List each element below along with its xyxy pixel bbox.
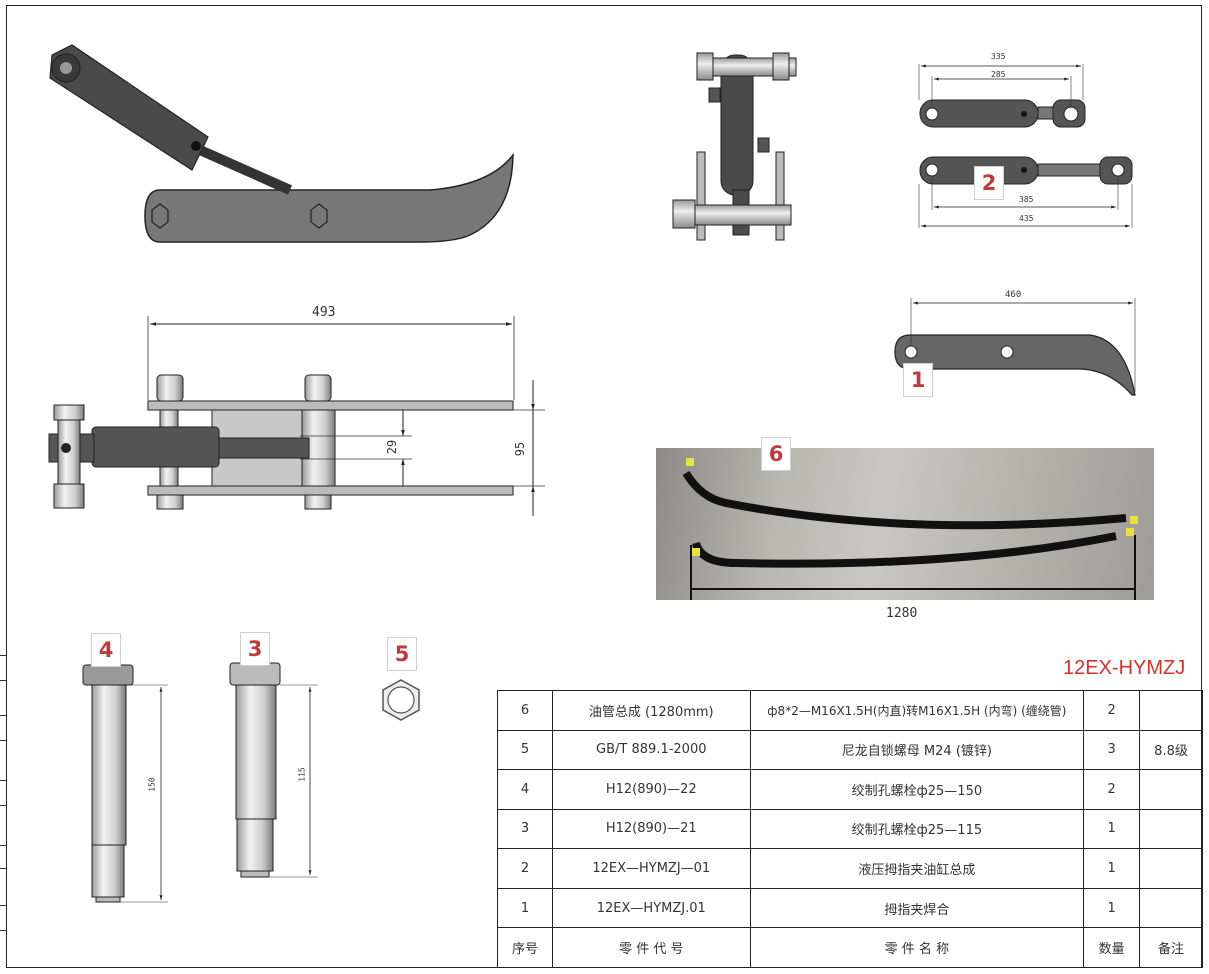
front-view-assembly	[672, 52, 797, 241]
cell-part-code: GB/T 889.1-2000	[551, 729, 751, 771]
dim-assembly-length: 493	[312, 305, 336, 320]
callout-part-6: 6	[761, 437, 791, 471]
cell-qty: 2	[1083, 769, 1141, 810]
cell-part-name: ф8*2—M16X1.5H(内直)转M16X1.5H (内弯) (缠绕管)	[749, 690, 1085, 731]
hose-assembly-photo	[656, 448, 1154, 608]
cell-index: 1	[497, 887, 553, 929]
cell-index: 3	[497, 808, 553, 850]
cell-part-code: 12EX—HYMZJ.01	[551, 887, 751, 929]
table-row: 5 GB/T 889.1-2000 尼龙自锁螺母 M24 (镀锌) 3 8.8级	[497, 729, 1203, 771]
callout-part-5: 5	[387, 637, 417, 671]
top-view-assembly	[48, 316, 545, 516]
cell-remark: 8.8级	[1139, 729, 1203, 771]
drawing-code: 12EX-HYMZJ	[1063, 657, 1186, 679]
table-row: 6 油管总成 (1280mm) ф8*2—M16X1.5H(内直)转M16X1.…	[497, 690, 1203, 731]
cell-part-code: 12EX—HYMZJ—01	[551, 848, 751, 889]
cell-part-code: 油管总成 (1280mm)	[551, 690, 751, 731]
dim-rod-gap: 29	[385, 439, 400, 455]
dim-bolt-short: 115	[297, 767, 307, 782]
cell-remark	[1139, 808, 1203, 850]
cell-qty: 2	[1083, 690, 1141, 731]
cell-qty: 1	[1083, 848, 1141, 889]
cell-part-name: 绞制孔螺栓ф25—150	[749, 769, 1085, 810]
cell-remark	[1139, 690, 1203, 731]
iso-view-assembly	[49, 44, 514, 243]
dim-plate-width: 95	[513, 441, 528, 457]
dim-cyl-retracted-pin: 285	[991, 70, 1006, 79]
header-remark: 备注	[1139, 927, 1203, 968]
cell-part-name: 绞制孔螺栓ф25—115	[749, 808, 1085, 850]
cylinder-views	[918, 64, 1133, 228]
drawing-frame	[6, 5, 1202, 968]
title-block-fragment	[0, 640, 7, 970]
callout-part-3: 3	[240, 632, 270, 666]
thumb-finger-view	[894, 298, 1136, 396]
cell-part-name: 尼龙自锁螺母 M24 (镀锌)	[749, 729, 1085, 771]
header-part-name: 零 件 名 称	[749, 927, 1085, 968]
cell-remark	[1139, 848, 1203, 889]
dim-cyl-retracted-outer: 335	[991, 52, 1006, 61]
cell-qty: 1	[1083, 808, 1141, 850]
table-row: 2 12EX—HYMZJ—01 液压拇指夹油缸总成 1	[497, 848, 1203, 889]
bolt-views	[82, 662, 420, 903]
cell-part-code: H12(890)—21	[551, 808, 751, 850]
cell-index: 5	[497, 729, 553, 771]
dim-cyl-extended-outer: 435	[1019, 214, 1034, 223]
table-header-row: 序号 零 件 代 号 零 件 名 称 数量 备注	[497, 927, 1203, 968]
callout-part-4: 4	[91, 633, 121, 667]
cell-part-name: 拇指夹焊合	[749, 887, 1085, 929]
header-part-code: 零 件 代 号	[551, 927, 751, 968]
cell-qty: 1	[1083, 887, 1141, 929]
dim-cyl-extended-pin: 385	[1019, 195, 1034, 204]
cell-remark	[1139, 887, 1203, 929]
cell-qty: 3	[1083, 729, 1141, 771]
cell-part-name: 液压拇指夹油缸总成	[749, 848, 1085, 889]
table-row: 1 12EX—HYMZJ.01 拇指夹焊合 1	[497, 887, 1203, 929]
callout-part-1: 1	[903, 363, 933, 397]
callout-part-2: 2	[974, 166, 1004, 200]
dim-finger-length: 460	[1005, 290, 1022, 300]
table-row: 4 H12(890)—22 绞制孔螺栓ф25—150 2	[497, 769, 1203, 810]
cell-remark	[1139, 769, 1203, 810]
header-index: 序号	[497, 927, 553, 968]
header-qty: 数量	[1083, 927, 1141, 968]
dim-hose-length: 1280	[886, 606, 918, 621]
cell-part-code: H12(890)—22	[551, 769, 751, 810]
dim-bolt-long: 150	[147, 777, 157, 792]
cell-index: 2	[497, 848, 553, 889]
cell-index: 4	[497, 769, 553, 810]
table-row: 3 H12(890)—21 绞制孔螺栓ф25—115 1	[497, 808, 1203, 850]
bill-of-materials: 6 油管总成 (1280mm) ф8*2—M16X1.5H(内直)转M16X1.…	[497, 690, 1203, 968]
cell-index: 6	[497, 690, 553, 731]
